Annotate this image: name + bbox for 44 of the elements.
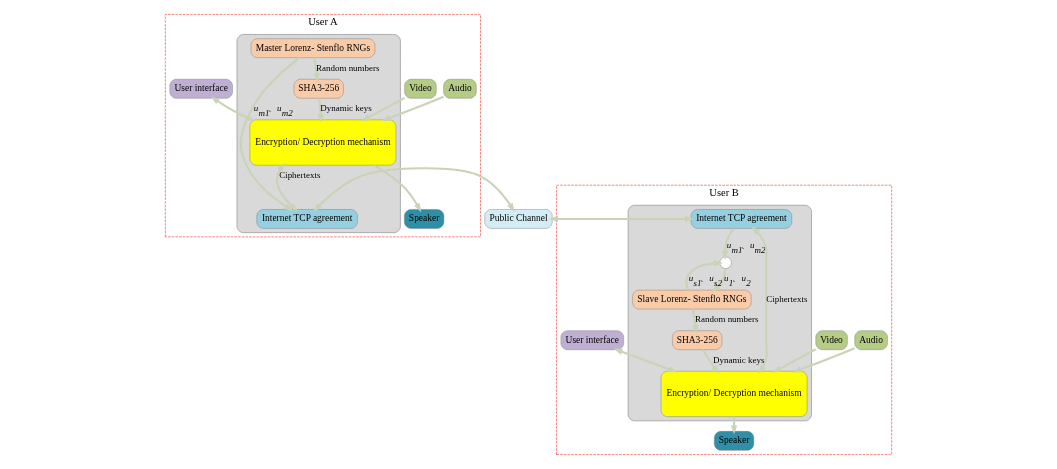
- node-box: Speaker: [404, 209, 445, 229]
- arrow: [792, 347, 856, 373]
- node-box: Master Lorenz- Stenflo RNGs: [250, 38, 376, 58]
- arrow: [721, 227, 735, 261]
- node-box: SHA3-256: [672, 330, 723, 350]
- node-box: User interface: [560, 330, 624, 350]
- node-box: Slave Lorenz- Stenflo RNGs: [632, 289, 752, 310]
- node-box: Speaker: [714, 431, 755, 451]
- node-box: Public Channel: [484, 209, 553, 229]
- node-box: Encryption/ Decryption mechanism: [249, 119, 397, 166]
- arrow: [685, 260, 723, 291]
- node-box: SHA3-256: [293, 79, 344, 99]
- edge-label: Dynamic keys: [712, 354, 765, 365]
- arrow: [372, 164, 422, 213]
- node-box: Internet TCP agreement: [256, 209, 358, 229]
- node-box: Audio: [854, 330, 888, 350]
- arrow: [772, 348, 817, 373]
- node-box: User interface: [169, 79, 233, 99]
- edge-label: Ciphertexts: [766, 293, 808, 304]
- node-box: Internet TCP agreement: [690, 209, 792, 229]
- arrow: [239, 56, 301, 212]
- arrow: [361, 96, 406, 122]
- node-box: Audio: [443, 79, 477, 99]
- arrow: [711, 268, 727, 293]
- arrow: [313, 57, 320, 83]
- arrow: [613, 348, 678, 373]
- arrow: [317, 98, 324, 123]
- edge-label: Ciphertexts: [279, 170, 321, 181]
- edge-label: Dynamic keys: [320, 103, 372, 114]
- node-box: Video: [404, 79, 437, 99]
- node-circle: [719, 256, 732, 269]
- node-box: Encryption/ Decryption mechanism: [660, 371, 808, 417]
- arrow: [276, 162, 298, 212]
- arrow: [313, 167, 515, 212]
- edge-label: Random numbers: [695, 314, 759, 325]
- arrow: [751, 226, 768, 374]
- arrow: [701, 349, 719, 374]
- edge-label: Random numbers: [316, 62, 380, 73]
- arrow: [549, 215, 695, 223]
- node-box: Video: [815, 330, 848, 350]
- arrow: [210, 96, 256, 122]
- arrow: [692, 308, 699, 334]
- arrow: [381, 95, 445, 121]
- cluster: [627, 204, 812, 422]
